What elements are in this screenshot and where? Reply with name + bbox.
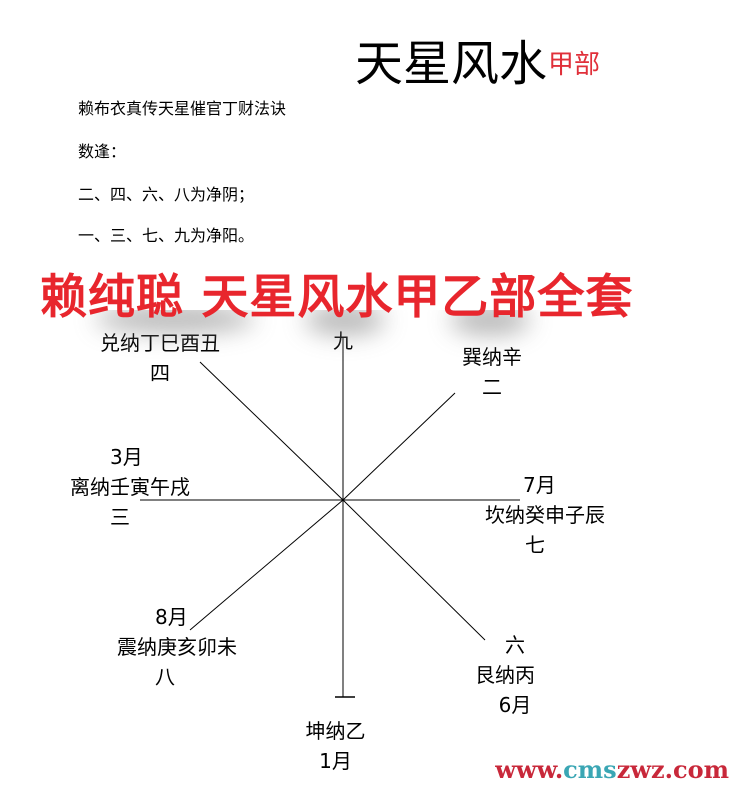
text-line: 赖布衣真传天星催官丁财法诀 xyxy=(78,99,287,118)
watermark: www.cmszwz.com xyxy=(495,755,729,784)
document-subtitle: 甲部 xyxy=(548,50,601,80)
w-label: 3月离纳壬寅午戌三 xyxy=(70,445,190,529)
ne-label: 巽纳辛二 xyxy=(462,345,522,399)
promo-banner: 赖纯聪 天星风水甲乙部全套 xyxy=(40,270,634,325)
text-line: 数逢： xyxy=(78,142,127,161)
e-label: 7月坎纳癸申子辰七 xyxy=(485,473,605,557)
banner-background xyxy=(0,248,739,310)
text-line: 一、三、七、九为净阳。 xyxy=(78,226,255,245)
sw-label: 8月震纳庚亥卯未八 xyxy=(117,605,237,689)
shadow-blob xyxy=(305,305,385,335)
document-title: 天星风水 xyxy=(355,36,548,92)
shadow-blob xyxy=(450,305,530,335)
text-line: 二、四、六、八为净阴； xyxy=(78,185,255,204)
n-label: 九 xyxy=(333,329,353,353)
s-number: 一 xyxy=(336,680,337,681)
nw-label: 兑纳丁巳酉丑四 xyxy=(100,331,220,385)
